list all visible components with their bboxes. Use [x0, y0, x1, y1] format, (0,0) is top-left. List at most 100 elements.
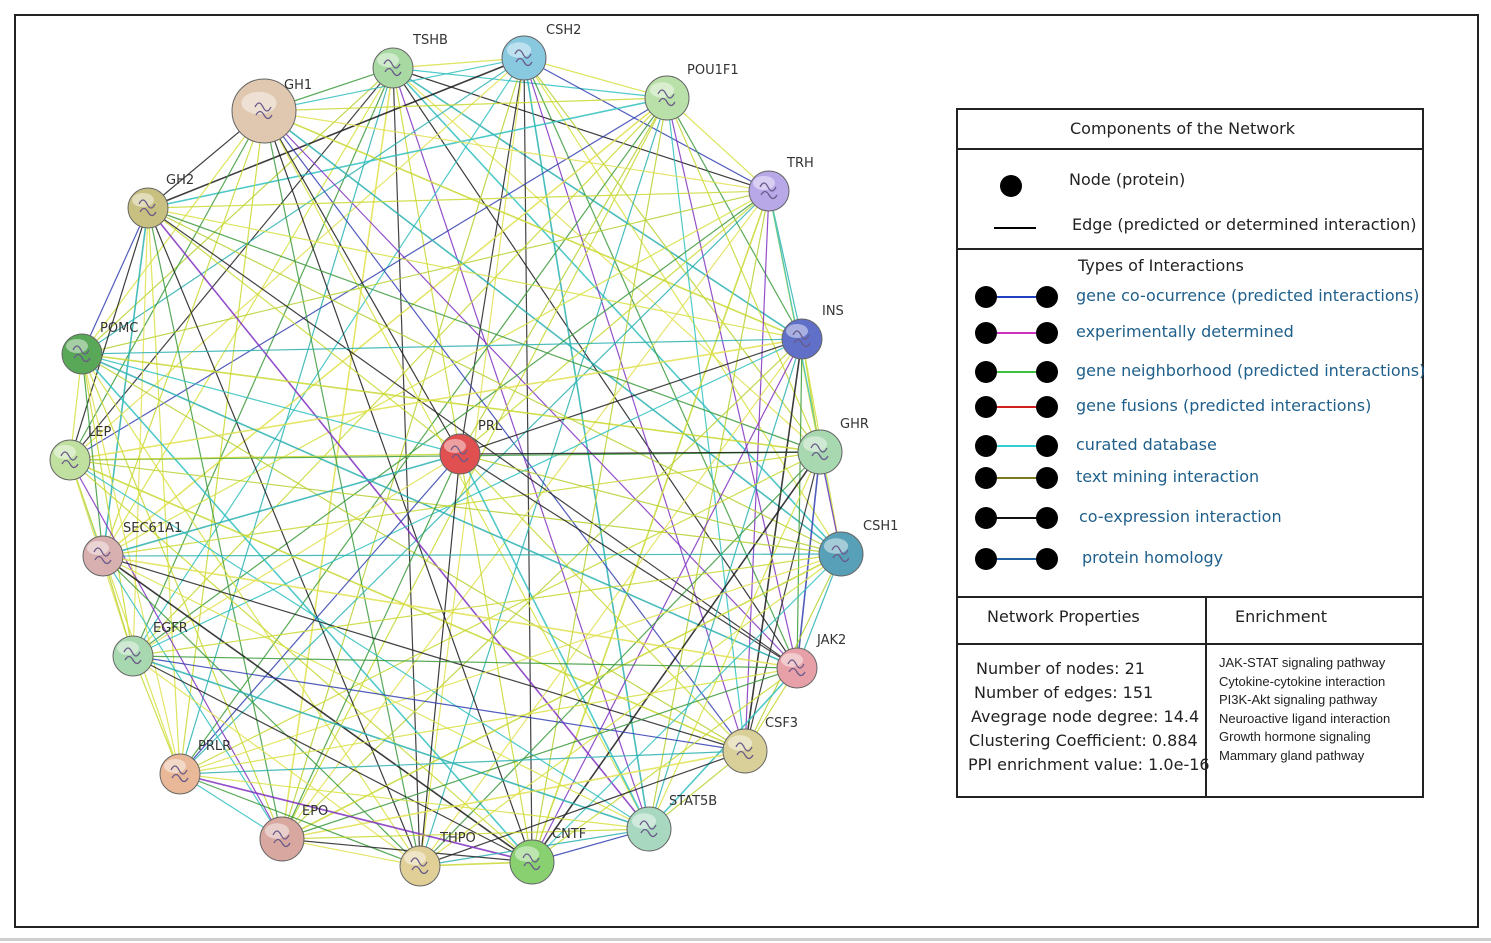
edge-EGFR-CSF3 [132, 655, 746, 752]
interaction-line-icon [994, 445, 1040, 447]
edge-LEP-PRLR [69, 459, 181, 775]
node-stat5b[interactable]: STAT5B [626, 794, 717, 852]
node-csh2[interactable]: CSH2 [501, 23, 581, 81]
enrichment-title: Enrichment [1235, 607, 1328, 626]
interaction-label: gene neighborhood (predicted interaction… [1076, 361, 1426, 380]
interaction-end-dot-icon [1036, 322, 1058, 344]
node-ghr[interactable]: GHR [797, 417, 869, 475]
edge-GH1-INS [263, 110, 803, 340]
enrichment-item: Neuroactive ligand interaction [1219, 710, 1391, 726]
node-circle [501, 35, 547, 81]
edge-SEC61A1-CSF3 [102, 555, 746, 752]
node-circle [159, 753, 201, 795]
edge-POU1F1-EGFR [132, 97, 668, 657]
edge-PRLR-STAT5B [179, 773, 650, 830]
node-csf3[interactable]: CSF3 [722, 716, 798, 774]
edge-TSHB-POMC [81, 67, 394, 355]
edge-CSH2-LEP [69, 57, 525, 461]
network-property: PPI enrichment value: 1.0e-16 [968, 755, 1210, 774]
network-property: Clustering Coefficient: 0.884 [969, 731, 1198, 750]
edge-INS-CNTF [531, 338, 803, 863]
node-lep[interactable]: LEP [49, 425, 111, 481]
interaction-end-dot-icon [1036, 507, 1058, 529]
node-label-stat5b: STAT5B [669, 794, 717, 809]
edge-SEC61A1-THPO [102, 555, 421, 867]
node-label-pou1f1: POU1F1 [687, 63, 739, 78]
edge-CSH2-GHR [523, 57, 821, 453]
edge-CSH2-CNTF [523, 57, 533, 863]
edge-GH2-LEP [69, 207, 149, 461]
edge-CSH2-TRH [523, 57, 770, 192]
node-jak2[interactable]: JAK2 [776, 633, 846, 689]
edge-GH2-STAT5B [147, 207, 650, 830]
interaction-line-icon [994, 558, 1040, 560]
edge-GH2-SEC61A1 [102, 207, 149, 557]
edge-SEC61A1-CNTF [102, 555, 533, 863]
node-cntf[interactable]: CNTF [509, 827, 586, 885]
node-sec61a1[interactable]: SEC61A1 [82, 521, 182, 577]
edge-legend-label: Edge (predicted or determined interactio… [1072, 215, 1417, 234]
node-circle [49, 439, 91, 481]
interaction-start-dot-icon [975, 548, 997, 570]
interaction-end-dot-icon [1036, 361, 1058, 383]
legend-panel: Components of the Network Node (protein)… [956, 108, 1426, 798]
components-title: Components of the Network [1070, 119, 1295, 138]
node-circle [722, 728, 768, 774]
node-circle [776, 647, 818, 689]
enrichment-item: Cytokine-cytokine interaction [1219, 673, 1386, 689]
edge-PRLR-CNTF [179, 773, 533, 863]
node-label-prl: PRL [478, 419, 503, 434]
interaction-label: gene co-ocurrence (predicted interaction… [1076, 286, 1420, 305]
node-circle [509, 839, 555, 885]
edge-GHR-CSF3 [744, 451, 821, 752]
protein-structure-icon [657, 89, 676, 107]
edge-TSHB-STAT5B [392, 67, 650, 830]
edge-GH1-PRLR [179, 110, 265, 775]
node-label-csh2: CSH2 [546, 23, 581, 38]
node-thpo[interactable]: THPO [399, 831, 476, 887]
edge-PRL-THPO [419, 453, 461, 867]
edge-GH1-TRH [263, 110, 770, 192]
protein-structure-icon [639, 820, 658, 838]
edge-CSH2-PRL [459, 57, 525, 455]
interaction-label: protein homology [1082, 548, 1224, 567]
node-gh1[interactable]: GH1 [231, 78, 312, 144]
interaction-label: experimentally determined [1076, 322, 1294, 341]
edge-POU1F1-GH1 [263, 97, 668, 112]
edge-POMC-GHR [81, 353, 821, 453]
node-pomc[interactable]: POMC [61, 321, 138, 375]
edge-CSH2-CSF3 [523, 57, 746, 752]
edge-TSHB-POU1F1 [392, 67, 668, 99]
node-prlr[interactable]: PRLR [159, 739, 231, 795]
edge-TSHB-PRL [392, 67, 461, 455]
edge-GH2-INS [147, 207, 803, 340]
edge-INS-STAT5B [648, 338, 803, 830]
protein-structure-icon [514, 49, 533, 67]
enrichment-item: PI3K-Akt signaling pathway [1219, 692, 1378, 707]
node-tshb[interactable]: TSHB [372, 33, 448, 89]
edge-TRH-CNTF [531, 190, 770, 863]
node-pou1f1[interactable]: POU1F1 [644, 63, 739, 121]
node-label-ins: INS [822, 304, 844, 319]
node-egfr[interactable]: EGFR [112, 621, 188, 677]
node-label-tshb: TSHB [412, 33, 448, 48]
node-label-epo: EPO [302, 804, 328, 819]
edge-POU1F1-TRH [666, 97, 770, 192]
edge-line-icon [994, 227, 1036, 229]
node-trh[interactable]: TRH [748, 156, 814, 212]
interaction-start-dot-icon [975, 286, 997, 308]
edge-STAT5B-EPO [281, 828, 650, 840]
edge-POU1F1-GH2 [147, 97, 668, 209]
node-csh1[interactable]: CSH1 [818, 519, 898, 577]
interaction-types-title: Types of Interactions [1078, 256, 1244, 275]
node-prl[interactable]: PRL [439, 419, 503, 475]
edge-POMC-CNTF [81, 353, 533, 863]
node-gh2[interactable]: GH2 [127, 173, 194, 229]
node-epo[interactable]: EPO [259, 804, 328, 862]
edge-GH2-GHR [147, 207, 821, 453]
node-label-jak2: JAK2 [816, 633, 846, 648]
edge-INS-THPO [419, 338, 803, 867]
node-ins[interactable]: INS [781, 304, 844, 360]
protein-structure-icon [72, 345, 91, 363]
edge-POU1F1-SEC61A1 [102, 97, 668, 557]
